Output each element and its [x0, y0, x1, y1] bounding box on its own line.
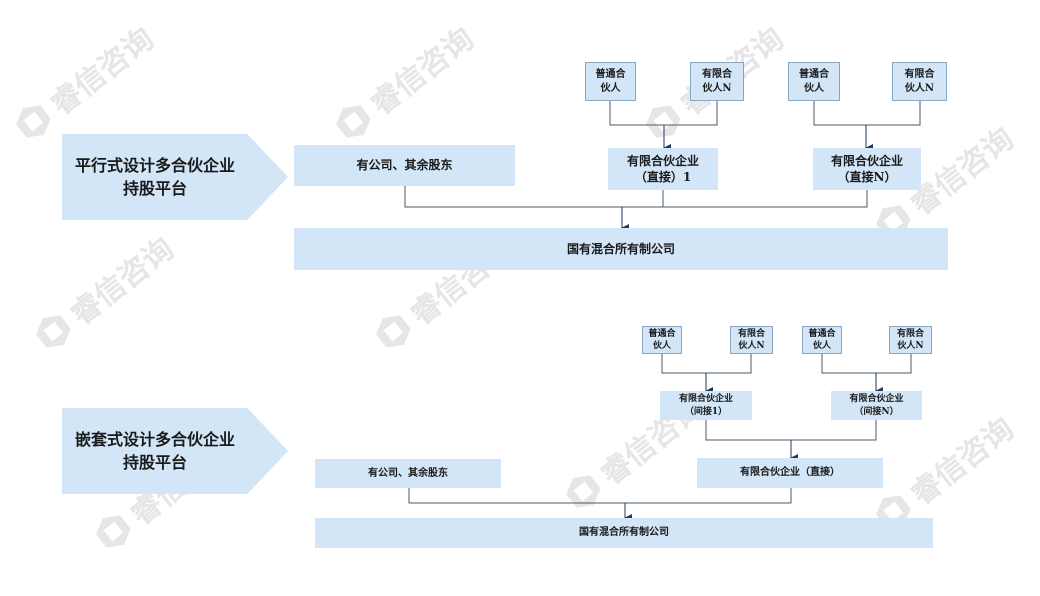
general-partner-box-2: 普通合 伙人	[802, 326, 842, 354]
general-partner-text: 普通合 伙人	[808, 328, 836, 351]
partnership-text: 有限合伙企业 （直接）1	[626, 153, 699, 184]
general-partner-box-1: 普通合 伙人	[642, 326, 682, 354]
direct-partnership-box-n: 有限合伙企业 （直接N）	[813, 148, 921, 190]
direct-partnership-box: 有限合伙企业（直接）	[697, 458, 883, 488]
partnership-text: 有限合伙企业 （间接N）	[849, 394, 904, 417]
general-partner-text: 普通合 伙人	[799, 69, 829, 94]
mixed-ownership-company-box: 国有混合所有制公司	[294, 228, 948, 270]
limited-partner-box-1: 有限合 伙人N	[690, 62, 744, 101]
limited-partner-box-1: 有限合 伙人N	[730, 326, 773, 354]
shareholders-text: 有公司、其余股东	[356, 158, 453, 173]
direct-partnership-box-1: 有限合伙企业 （直接）1	[608, 148, 718, 190]
company-text: 国有混合所有制公司	[579, 527, 669, 539]
limited-partner-text: 有限合 伙人N	[896, 328, 924, 351]
limited-partner-text: 有限合 伙人N	[702, 69, 732, 94]
indirect-partnership-box-n: 有限合伙企业 （间接N）	[831, 391, 922, 420]
limited-partner-text: 有限合 伙人N	[737, 328, 765, 351]
general-partner-text: 普通合 伙人	[595, 69, 626, 94]
indirect-partnership-box-1: 有限合伙企业 （间接1）	[660, 391, 752, 420]
limited-partner-box-2: 有限合 伙人N	[892, 62, 947, 101]
shareholders-text: 有公司、其余股东	[368, 467, 448, 479]
general-partner-box-1: 普通合 伙人	[585, 62, 636, 101]
general-partner-box-2: 普通合 伙人	[788, 62, 840, 101]
limited-partner-box-2: 有限合 伙人N	[889, 326, 932, 354]
mixed-ownership-company-box: 国有混合所有制公司	[315, 518, 933, 548]
limited-partner-text: 有限合 伙人N	[904, 69, 935, 94]
shareholders-box: 有公司、其余股东	[294, 145, 515, 186]
nested-design-label: 嵌套式设计多合伙企业 持股平台	[62, 408, 288, 494]
general-partner-text: 普通合 伙人	[648, 328, 676, 351]
company-text: 国有混合所有制公司	[566, 241, 675, 256]
shareholders-box: 有公司、其余股东	[315, 459, 501, 488]
partnership-text: 有限合伙企业 （直接N）	[830, 153, 903, 184]
partnership-text: 有限合伙企业（直接）	[740, 467, 840, 479]
partnership-text: 有限合伙企业 （间接1）	[678, 394, 733, 417]
parallel-design-label: 平行式设计多合伙企业 持股平台	[62, 134, 288, 220]
